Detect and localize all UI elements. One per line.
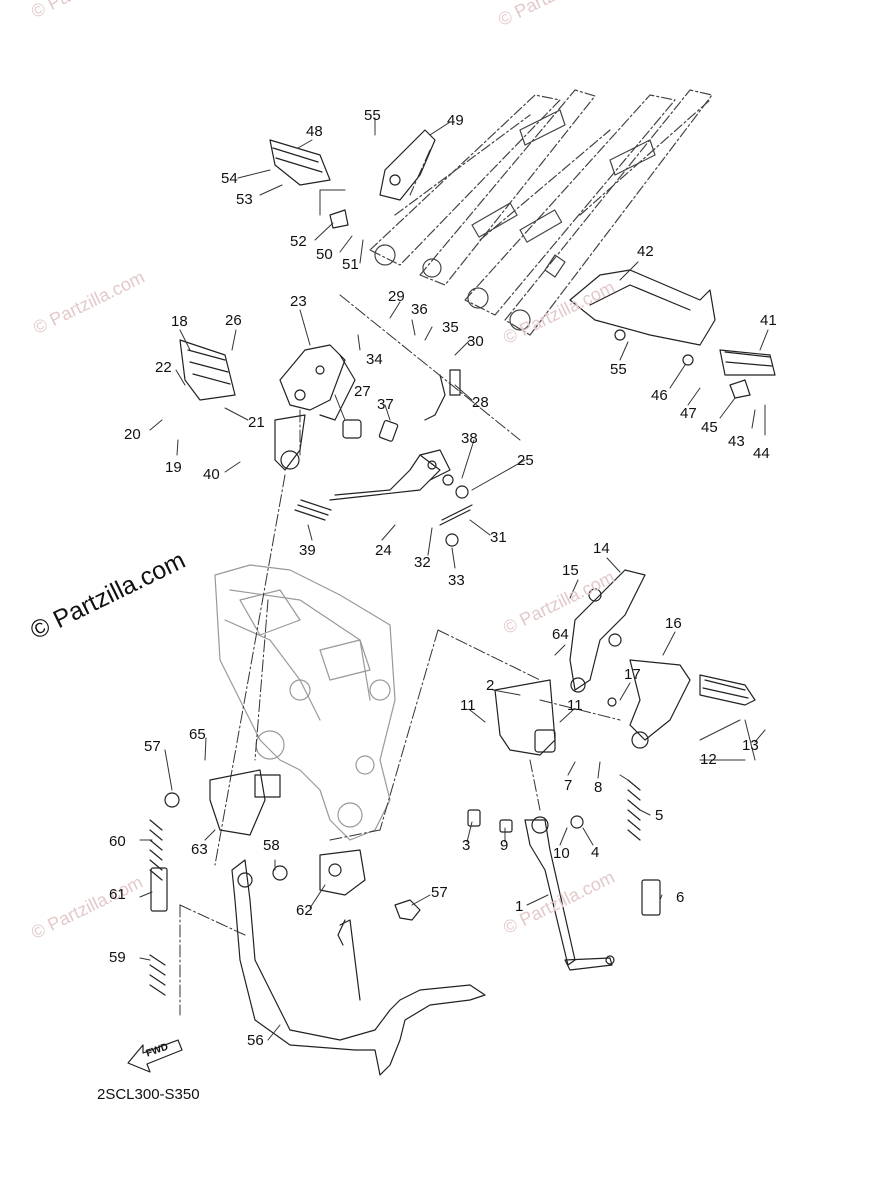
callout-11: 11 — [460, 697, 476, 714]
callout-27: 27 — [354, 383, 371, 400]
callout-8: 8 — [594, 779, 603, 796]
callout-22: 22 — [155, 359, 172, 376]
callout-61: 61 — [109, 886, 126, 903]
callout-1: 1 — [515, 898, 524, 915]
callout-24: 24 — [375, 542, 392, 559]
callout-26: 26 — [225, 312, 242, 329]
callout-60: 60 — [109, 833, 126, 850]
callout-44: 44 — [753, 445, 770, 462]
callout-30: 30 — [467, 333, 484, 350]
callout-29: 29 — [388, 288, 405, 305]
callout-33: 33 — [448, 572, 465, 589]
callout-54: 54 — [221, 170, 238, 187]
diagram-code: 2SCL300-S350 — [97, 1086, 200, 1103]
passenger-footrest-right — [570, 270, 775, 398]
callout-53: 53 — [236, 191, 253, 208]
callout-38: 38 — [461, 430, 478, 447]
callout-36: 36 — [411, 301, 428, 318]
callout-34: 34 — [366, 351, 383, 368]
rear-subframe-details — [375, 110, 655, 330]
callout-55: 55 — [364, 107, 381, 124]
callout-19: 19 — [165, 459, 182, 476]
callout-2: 2 — [486, 677, 495, 694]
callout-51: 51 — [342, 256, 359, 273]
callout-18: 18 — [171, 313, 188, 330]
callout-35: 35 — [442, 319, 459, 336]
callout-7: 7 — [564, 777, 573, 794]
callout-57: 57 — [144, 738, 161, 755]
leader-lines — [140, 118, 768, 1040]
callout-6: 6 — [676, 889, 685, 906]
callout-48: 48 — [306, 123, 323, 140]
callout-65: 65 — [189, 726, 206, 743]
main-frame — [215, 565, 395, 840]
reference-lines — [180, 150, 628, 1015]
callout-52: 52 — [290, 233, 307, 250]
callout-20: 20 — [124, 426, 141, 443]
fwd-arrow — [128, 1040, 182, 1072]
callout-5: 5 — [655, 807, 664, 824]
callout-62: 62 — [296, 902, 313, 919]
centre-stand — [150, 770, 485, 1075]
callout-31: 31 — [490, 529, 507, 546]
callout-37: 37 — [377, 396, 394, 413]
callout-3: 3 — [462, 837, 471, 854]
passenger-footrest-left — [270, 130, 435, 228]
callout-21: 21 — [248, 414, 265, 431]
callout-49: 49 — [447, 112, 464, 129]
callout-13: 13 — [742, 737, 759, 754]
callout-4: 4 — [591, 844, 600, 861]
callout-23: 23 — [290, 293, 307, 310]
callout-32: 32 — [414, 554, 431, 571]
rider-footrest-left — [180, 340, 472, 546]
callout-16: 16 — [665, 615, 682, 632]
callout-11: 11 — [567, 697, 583, 714]
callout-25: 25 — [517, 452, 534, 469]
callout-40: 40 — [203, 466, 220, 483]
callout-15: 15 — [562, 562, 579, 579]
rider-footrest-right — [570, 570, 755, 748]
sidestand — [468, 680, 660, 970]
callout-59: 59 — [109, 949, 126, 966]
callout-57: 57 — [431, 884, 448, 901]
rear-subframe — [370, 90, 712, 335]
callout-50: 50 — [316, 246, 333, 263]
callout-17: 17 — [624, 666, 641, 683]
callout-56: 56 — [247, 1032, 264, 1049]
callout-39: 39 — [299, 542, 316, 559]
callout-58: 58 — [263, 837, 280, 854]
callout-28: 28 — [472, 394, 489, 411]
callout-46: 46 — [651, 387, 668, 404]
callout-41: 41 — [760, 312, 777, 329]
callout-42: 42 — [637, 243, 654, 260]
callout-9: 9 — [500, 837, 509, 854]
callout-45: 45 — [701, 419, 718, 436]
callout-64: 64 — [552, 626, 569, 643]
callout-55: 55 — [610, 361, 627, 378]
callout-63: 63 — [191, 841, 208, 858]
callout-43: 43 — [728, 433, 745, 450]
callout-14: 14 — [593, 540, 610, 557]
callout-47: 47 — [680, 405, 697, 422]
callout-12: 12 — [700, 751, 717, 768]
callout-10: 10 — [553, 845, 570, 862]
